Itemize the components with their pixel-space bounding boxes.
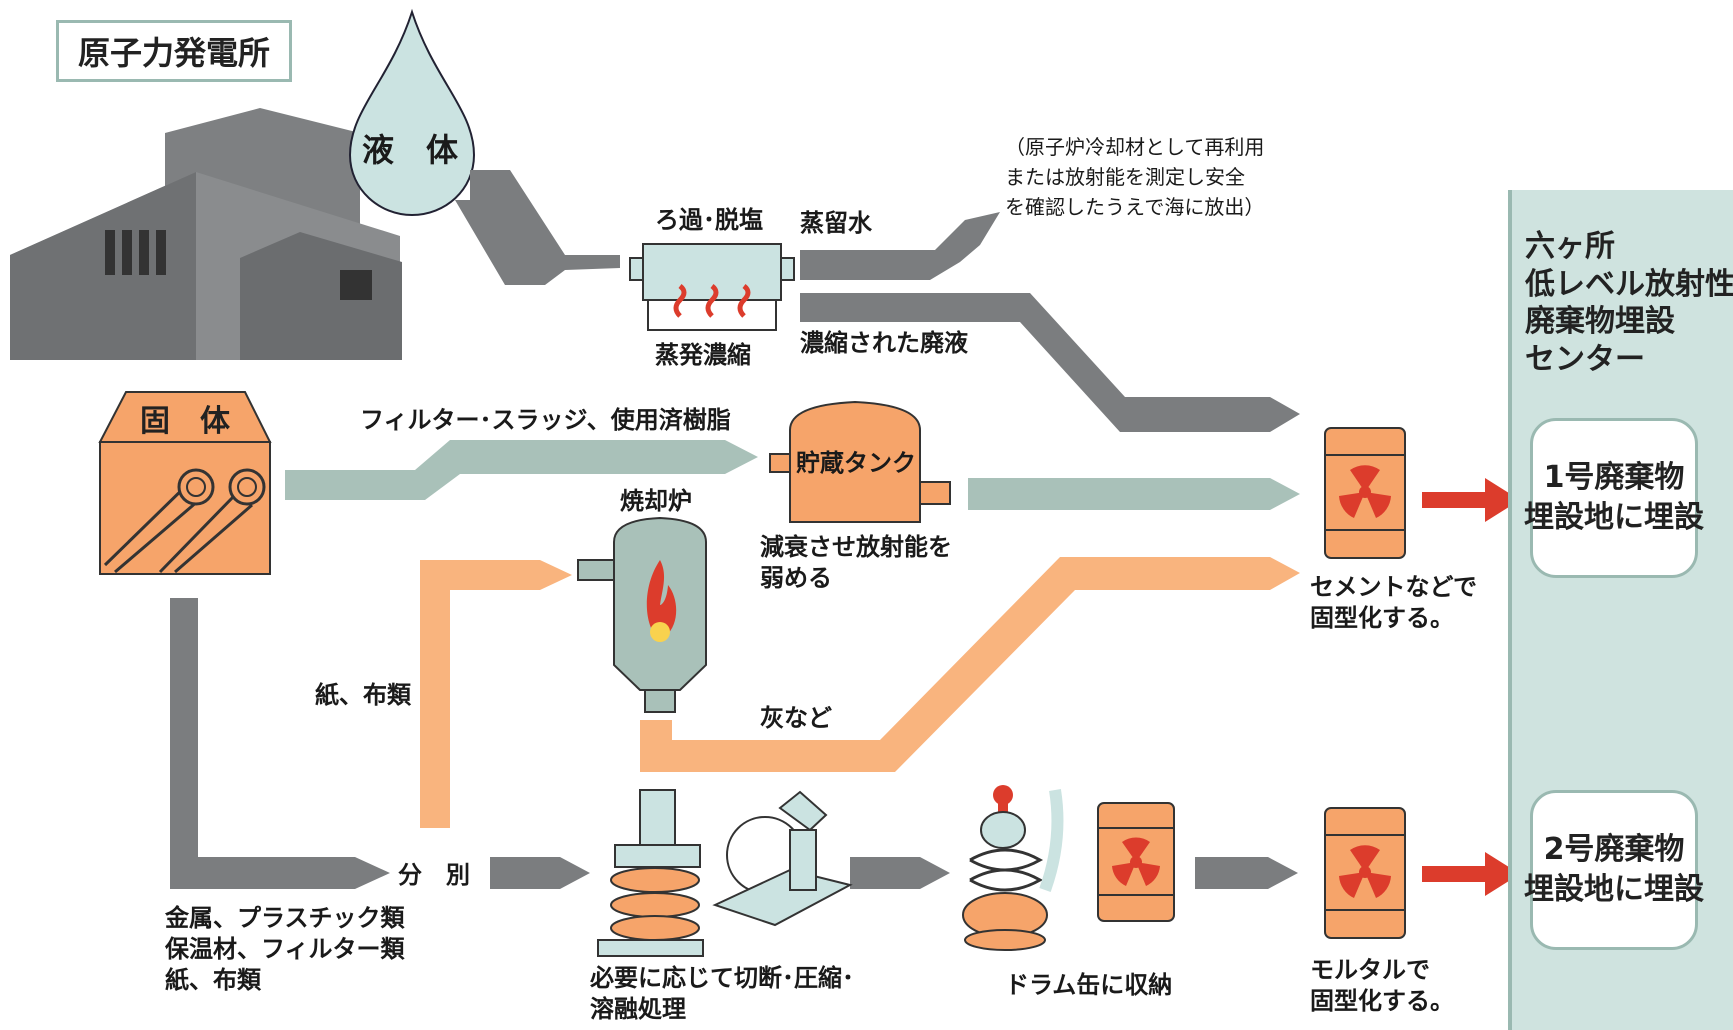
- to-site2-arrow: [1422, 852, 1520, 896]
- liquid-flow-arrow: [455, 170, 620, 285]
- drum-cement-icon: [1324, 427, 1406, 559]
- disposal-site-1: 1号廃棄物 埋設地に埋設: [1524, 418, 1704, 578]
- solid-down-flow-arrow: [170, 598, 390, 889]
- filter-sludge-arrow: [285, 440, 758, 500]
- power-plant-building-icon: [10, 108, 402, 360]
- ash-label: 灰など: [760, 704, 832, 732]
- tank-to-drum-arrow: [968, 478, 1300, 510]
- cement-solidify-label: セメントなどで 固型化する。: [1310, 573, 1478, 633]
- incinerator-icon: [577, 516, 707, 713]
- compressor-stack-icon: [597, 789, 704, 957]
- distilled-water-label: 蒸留水: [800, 209, 872, 237]
- storage-tank-label: 貯蔵タンク: [796, 449, 916, 477]
- storage-tank-icon: [769, 400, 951, 523]
- filter-sludge-label: フィルター･スラッジ、使用済樹脂: [360, 406, 731, 434]
- evaporation-label: 蒸発濃縮: [655, 341, 751, 369]
- drum-to-mortar-arrow: [1195, 857, 1298, 889]
- distilled-water-arrow: [800, 212, 1000, 280]
- sort-to-process-arrow: [490, 857, 590, 889]
- drum-mid-icon: [1097, 802, 1175, 922]
- filter-desal-label: ろ過･脱塩: [655, 206, 763, 234]
- sort-label: 分 別: [398, 861, 470, 889]
- paper-to-incinerator-arrow: [420, 560, 572, 828]
- solid-items-label: 金属、プラスチック類 保温材、フィルター類 紙、布類: [165, 904, 405, 995]
- mortar-solidify-label: モルタルで 固型化する。: [1310, 956, 1454, 1016]
- cut-compress-label: 必要に応じて切断･圧縮･ 溶融処理: [590, 964, 854, 1024]
- decay-note: 減衰させ放射能を 弱める: [760, 533, 952, 593]
- drum-packing-icon: [962, 785, 1064, 951]
- reuse-note: （原子炉冷却材として再利用 または放射能を測定し安全 を確認したうえで海に放出）: [1005, 135, 1265, 219]
- liquid-drop-icon: [348, 8, 476, 217]
- power-plant-title: 原子力発電所: [56, 20, 292, 82]
- drum-store-label: ドラム缶に収納: [1005, 971, 1173, 999]
- incinerator-label: 焼却炉: [620, 487, 692, 515]
- process-to-drum-arrow: [850, 857, 950, 889]
- solid-block-icon: [98, 391, 272, 575]
- ash-to-drum-arrow: [640, 557, 1300, 772]
- concentrated-waste-arrow: [800, 293, 1300, 432]
- concentrated-waste-label: 濃縮された廃液: [800, 329, 968, 357]
- cutter-machine-icon: [712, 790, 853, 927]
- solid-label: 固 体: [140, 404, 230, 439]
- evaporator-device-icon: [629, 243, 795, 331]
- liquid-label: 液 体: [362, 131, 459, 169]
- to-site1-arrow: [1422, 478, 1520, 522]
- disposal-center-title: 六ヶ所 低レベル放射性 廃棄物埋設 センター: [1525, 229, 1733, 377]
- paper-cloth-label: 紙、布類: [315, 681, 411, 709]
- disposal-site-2: 2号廃棄物 埋設地に埋設: [1524, 790, 1704, 950]
- drum-mortar-icon: [1324, 807, 1406, 939]
